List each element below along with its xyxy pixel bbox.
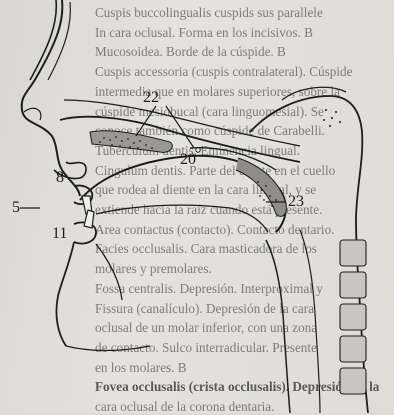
adenoid-stipple (323, 109, 341, 127)
hard-palate (90, 131, 172, 153)
label-20: 20 (180, 152, 196, 168)
chin-profile (56, 242, 74, 346)
label-22: 22 (143, 90, 159, 106)
nose-profile-line (22, 0, 80, 196)
label-8: 8 (56, 170, 64, 186)
label-leader-lines (20, 106, 286, 208)
label-11: 11 (52, 226, 67, 242)
soft-palate (236, 158, 286, 216)
cervical-vertebrae (340, 240, 366, 394)
label-5: 5 (12, 200, 20, 216)
label-23: 23 (288, 194, 304, 210)
